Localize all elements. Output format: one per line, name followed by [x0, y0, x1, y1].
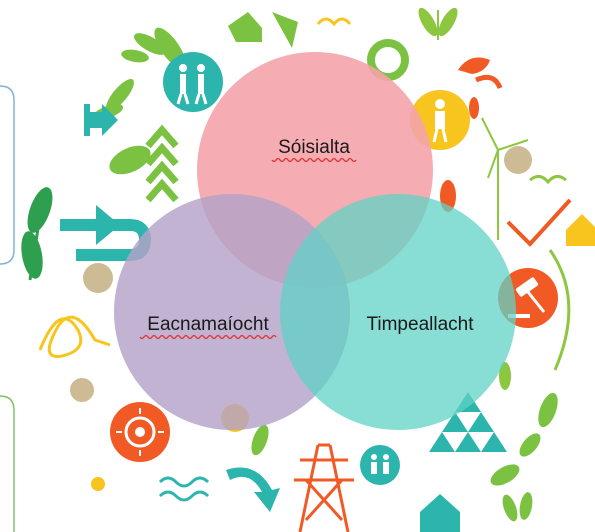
arc-icon: [548, 249, 571, 371]
triangle-icon: [272, 12, 298, 48]
arrow-icon: [84, 104, 118, 136]
label-environment: Timpeallacht: [366, 314, 474, 335]
house-icon: [228, 12, 262, 42]
bird-icon: [316, 17, 352, 27]
leaf-icon: [538, 392, 558, 428]
loop-icon: [38, 315, 111, 358]
leaf-icon: [21, 187, 53, 281]
dot-icon: [83, 263, 113, 293]
ring-icon: [367, 39, 409, 81]
bird-icon: [529, 175, 567, 185]
swirl-icon: [458, 57, 503, 90]
leaf-icon: [490, 433, 541, 486]
leaf-icon: [418, 7, 458, 40]
waves-icon: [158, 476, 210, 502]
left-frame-bottom: [0, 395, 15, 532]
leaf-icon: [469, 97, 479, 119]
label-economic: Eacnamaíocht: [147, 314, 269, 335]
chevron-up-icon: [145, 124, 179, 203]
sun-icon: [110, 402, 170, 462]
house-icon: [420, 494, 460, 532]
wind-turbine-icon: [481, 117, 529, 240]
label-social: Sóisialta: [278, 137, 350, 158]
arrow-icon: [60, 205, 152, 261]
people-icon: [360, 445, 400, 485]
dot-icon: [504, 146, 532, 174]
dot-icon: [91, 477, 105, 491]
leaf-icon: [502, 492, 533, 522]
house-icon: [566, 214, 595, 246]
spellcheck-underline: [139, 334, 277, 340]
venn-circle-economic: [114, 194, 350, 430]
venn-circle-environment: [280, 194, 516, 430]
leaf-icon: [499, 362, 511, 390]
people-icon: [163, 52, 223, 112]
leaf-icon: [251, 424, 269, 456]
leaf-icon: [109, 145, 151, 175]
arrow-icon: [226, 467, 280, 512]
power-pylon-icon: [294, 443, 354, 532]
checkmark-icon: [506, 198, 572, 247]
left-frame-top: [0, 85, 15, 265]
spellcheck-underline: [271, 157, 357, 163]
dot-icon: [70, 378, 94, 402]
